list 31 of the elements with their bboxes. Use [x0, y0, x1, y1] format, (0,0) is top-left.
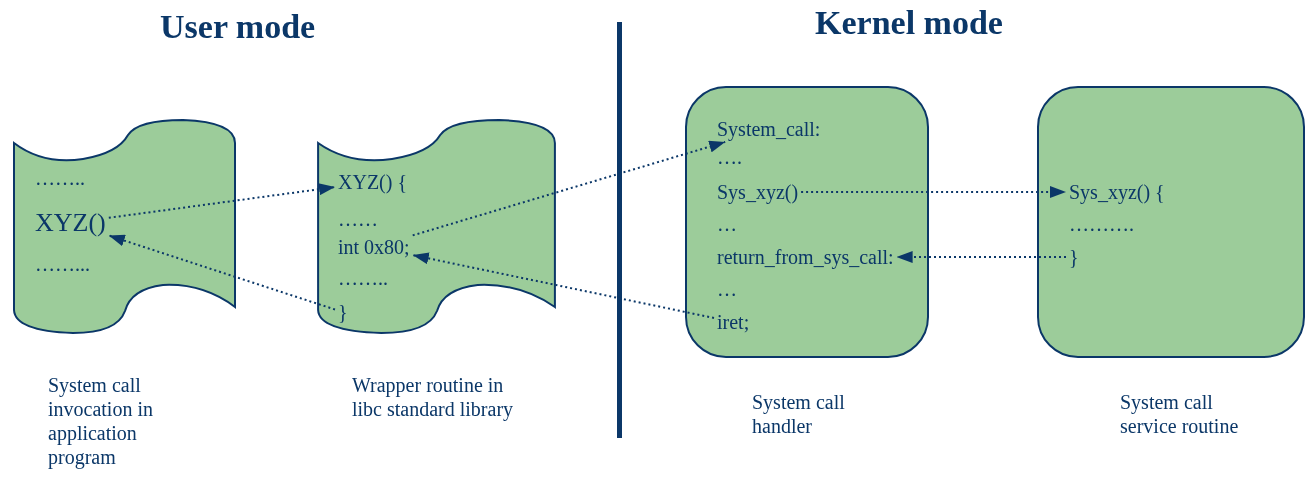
arrow [800, 186, 1067, 198]
code-line: … [717, 212, 737, 236]
code-line: … [717, 277, 737, 301]
code-line: …….. [338, 266, 388, 290]
code-line: Sys_xyz() { [1069, 180, 1165, 204]
rounded-box [685, 86, 929, 358]
code-line: } [1069, 245, 1079, 269]
code-line: …….. [35, 166, 85, 190]
heading: Kernel mode [815, 4, 1003, 42]
arrow [411, 252, 715, 319]
arrow [107, 183, 336, 219]
node-label: Wrapper routine in libc standard library [352, 373, 515, 421]
heading: User mode [160, 8, 316, 46]
code-line: iret; [717, 310, 750, 334]
arrow [895, 251, 1067, 263]
code-line: System_call: [717, 117, 821, 141]
code-line: ………. [1069, 212, 1134, 236]
node-label: System call service routine [1120, 390, 1240, 438]
code-line: XYZ() { [338, 170, 408, 194]
code-line: } [338, 300, 348, 324]
node-label: System call invocation in application program [48, 373, 154, 469]
code-line: Sys_xyz() [717, 180, 799, 204]
arrow [411, 140, 727, 237]
code-line: int 0x80; [338, 235, 410, 259]
code-line: ……... [35, 252, 90, 276]
code-line: …. [717, 145, 742, 169]
rounded-box [1037, 86, 1305, 358]
code-line: …… [338, 207, 378, 231]
code-line: return_from_sys_call: [717, 245, 894, 269]
node-label: System call handler [752, 390, 846, 438]
code-line: XYZ() [35, 208, 106, 238]
